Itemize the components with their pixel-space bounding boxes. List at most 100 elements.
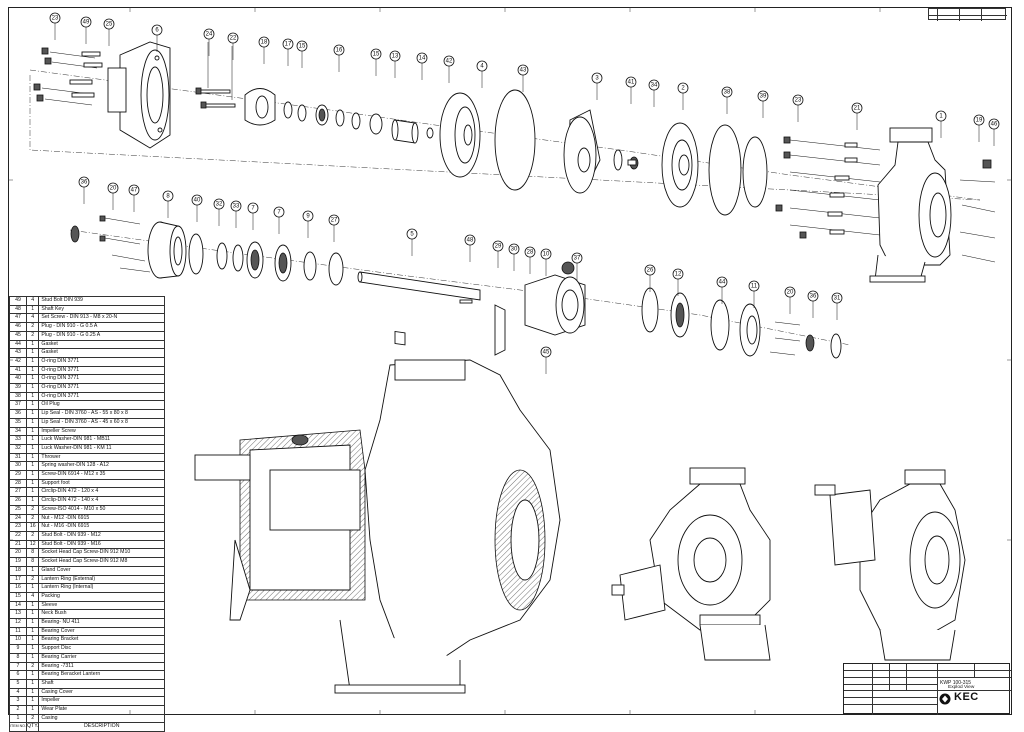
bom-cell-qty: 1	[25, 687, 40, 698]
bom-cell-item: 15	[9, 591, 27, 602]
drawing-frame	[8, 7, 1012, 715]
callout-label: 10	[543, 251, 550, 257]
studs-24-22	[195, 42, 236, 109]
gasket-44	[710, 299, 730, 351]
callout-label: 20	[787, 289, 794, 295]
callout-label: 36	[81, 179, 88, 185]
callout-balloon: 17	[282, 38, 294, 66]
bom-cell-desc: Neck Bush	[38, 609, 165, 619]
o-ring-39	[742, 136, 768, 208]
bom-cell-qty: 1	[25, 618, 40, 628]
callout-balloon: 45	[540, 346, 552, 374]
bom-cell-desc: Lip Seal - DIN 3760 - AS - 45 x 60 x 8	[38, 417, 165, 428]
bom-cell-qty: 1	[25, 565, 40, 576]
bom-cell-desc: Wear Plate	[38, 705, 165, 715]
bom-cell-item: 43	[9, 348, 27, 358]
callout-label: 48	[467, 237, 474, 243]
frame-zone-ticks	[8, 7, 1012, 715]
callout-label: 12	[675, 271, 682, 277]
bom-cell-qty: 1	[25, 400, 40, 411]
bom-cell-desc: Spring washer-DIN 128 - A12	[38, 461, 165, 472]
bearing-nu411	[670, 292, 690, 338]
callout-label: 46	[991, 121, 998, 127]
o-ring-42	[426, 127, 434, 139]
callout-label: 30	[511, 246, 518, 252]
callout-balloon: 18	[258, 36, 270, 64]
bom-cell-qty: 1	[25, 678, 40, 689]
bom-cell-item: 3	[9, 696, 27, 707]
bom-cell-desc: Oil Plug	[38, 400, 165, 411]
bom-cell-item: 13	[9, 609, 27, 619]
bom-cell-item: 34	[9, 426, 27, 437]
callout-label: 15	[373, 51, 380, 57]
bom-cell-item: 42	[9, 356, 27, 367]
bom-cell-desc: Set Screw - DIN 913 - M8 x 20-N	[38, 313, 165, 324]
callout-label: 15	[299, 43, 306, 49]
callout-label: 36	[810, 293, 817, 299]
callout-balloon: 20	[784, 286, 796, 314]
bearing-cover	[739, 303, 761, 357]
callout-label: 25	[106, 21, 113, 27]
bom-cell-desc: Socket Head Cap Screw-DIN 912 M8	[38, 557, 165, 567]
bearing-7a	[246, 241, 264, 279]
bom-cell-item: 2	[9, 705, 27, 715]
bom-cell-item: 44	[9, 339, 27, 350]
callout-label: 43	[520, 67, 527, 73]
callout-label: 27	[331, 217, 338, 223]
callout-balloon: 23	[792, 94, 804, 122]
callout-label: 41	[628, 79, 635, 85]
bom-cell-desc: O-ring DIN 3771	[38, 365, 165, 376]
bom-cell-qty: 1	[25, 339, 40, 350]
bom-cell-qty: 1	[25, 496, 40, 506]
bom-cell-desc: Stud Bolt - DIN 939 - M12	[38, 531, 165, 541]
callout-label: 3	[595, 75, 599, 81]
drawing-subtitle: Explod View	[948, 685, 975, 690]
bom-cell-qty: 1	[25, 435, 40, 445]
bom-cell-item: 39	[9, 383, 27, 393]
callout-label: 2	[681, 85, 685, 91]
callout-balloon: 44	[716, 276, 728, 304]
callout-label: 28	[527, 249, 534, 255]
callout-balloon: 31	[831, 292, 843, 320]
bom-cell-qty: 1	[25, 583, 40, 593]
bom-cell-desc: Plug - DIN 910 - G 0.25 A	[38, 330, 165, 341]
impeller-screw	[627, 156, 639, 170]
lip-seal-36	[70, 225, 80, 243]
callout-balloon: 26	[644, 264, 656, 292]
callout-balloon: 47	[128, 184, 140, 212]
callout-balloon: 2	[677, 82, 689, 110]
bom-cell-item: 33	[9, 435, 27, 445]
bom-cell-qty: 1	[25, 365, 40, 376]
bom-cell-item: 37	[9, 400, 27, 411]
bom-cell-qty: 2	[25, 322, 40, 332]
bom-cell-qty: 1	[25, 609, 40, 619]
callout-balloon: 15	[370, 48, 382, 76]
bom-cell-qty: 1	[25, 426, 40, 437]
callout-balloon: 16	[333, 44, 345, 72]
callout-label: 45	[543, 349, 550, 355]
bom-cell-item: 47	[9, 313, 27, 324]
bom-cell-desc: Screw-DIN 6914 - M12 x 35	[38, 470, 165, 480]
callout-balloon: 21	[851, 102, 863, 130]
callout-balloon: 3	[591, 72, 603, 100]
callout-balloon: 30	[508, 243, 520, 271]
bom-cell-qty: 2	[25, 531, 40, 541]
callout-balloon: 24	[203, 28, 215, 56]
callout-label: 19	[976, 117, 983, 123]
drawing-title: KWP 100-315	[940, 680, 972, 686]
casing	[869, 127, 952, 283]
bom-cell-desc: O-ring DIN 3771	[38, 383, 165, 393]
bom-cell-qty: 2	[25, 574, 40, 585]
bom-cell-qty: 8	[25, 548, 40, 559]
